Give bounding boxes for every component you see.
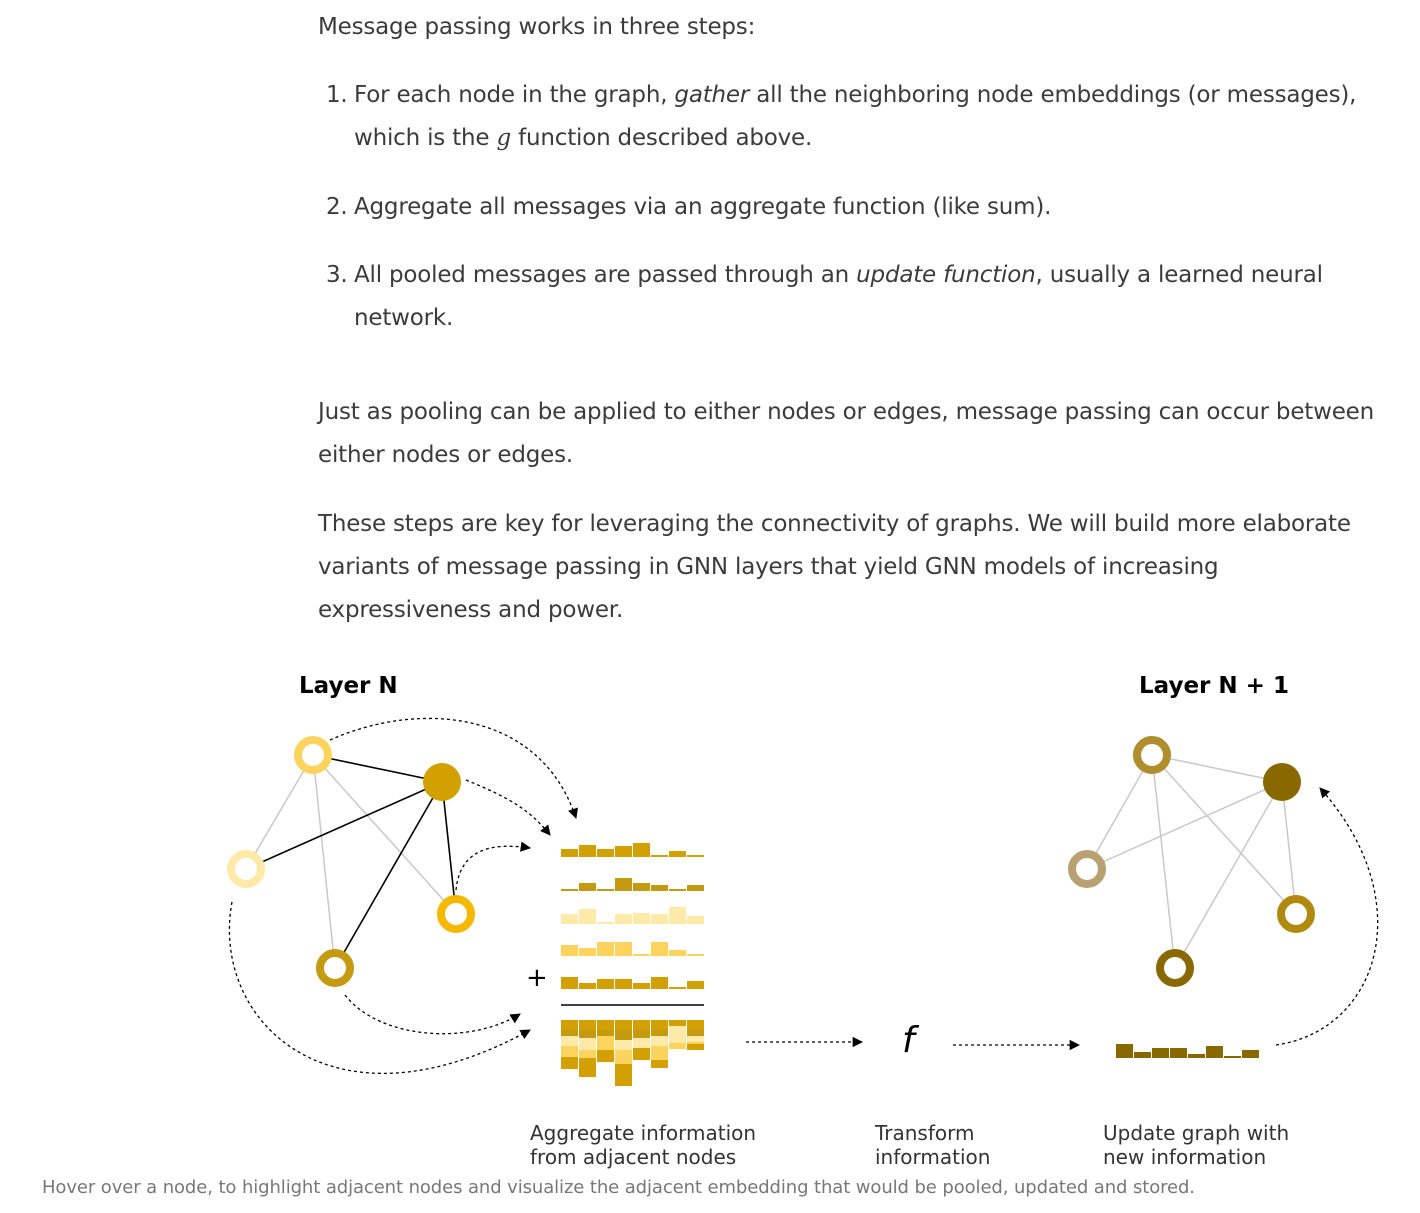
graph-node[interactable] (294, 736, 332, 774)
updated-embedding (1116, 1044, 1259, 1058)
layer-n1-edges (1086, 754, 1297, 969)
graph-node[interactable] (1068, 850, 1106, 888)
gather-arrows (228, 717, 578, 1074)
graph-node[interactable] (316, 949, 354, 987)
figure-caption: Hover over a node, to highlight adjacent… (42, 1177, 1195, 1198)
graph-node[interactable] (227, 850, 265, 888)
emphasis-gather: gather (674, 82, 750, 108)
caption-transform-line1: Transform (874, 1121, 974, 1145)
graph-node-updated[interactable] (1263, 763, 1301, 801)
embedding-row (561, 843, 704, 857)
paragraph-steps-key: These steps are key for leveraging the c… (318, 511, 1351, 623)
message-passing-figure: Layer N Layer N + 1 (227, 673, 1379, 1169)
graph-node[interactable] (1156, 949, 1194, 987)
plus-symbol: + (526, 963, 548, 993)
caption-update-line2: new information (1103, 1145, 1266, 1169)
aggregate-stack (561, 1020, 704, 1086)
graph-node[interactable] (1133, 736, 1171, 774)
layer-n1-label: Layer N + 1 (1139, 673, 1289, 699)
list-number: 3. (326, 262, 348, 288)
caption-update-line1: Update graph with (1103, 1121, 1289, 1145)
message-embeddings (561, 843, 704, 989)
graph-node[interactable] (1277, 895, 1315, 933)
intro-paragraph: Message passing works in three steps: (318, 14, 756, 40)
embedding-row (561, 907, 704, 924)
caption-aggregate-line1: Aggregate information (530, 1121, 756, 1145)
paragraph-pooling: Just as pooling can be applied to either… (318, 399, 1374, 468)
caption-aggregate-line2: from adjacent nodes (530, 1145, 736, 1169)
embedding-row (561, 878, 704, 891)
graph-node-highlighted[interactable] (423, 763, 461, 801)
list-number: 2. (326, 194, 348, 220)
transform-function-symbol: f (902, 1020, 920, 1061)
list-number: 1. (326, 82, 348, 108)
caption-transform-line2: information (875, 1145, 990, 1169)
layer-n-edges-highlighted (245, 754, 457, 969)
embedding-row (561, 942, 704, 956)
graph-node[interactable] (437, 895, 475, 933)
math-g: g (496, 125, 511, 151)
layer-n-label: Layer N (299, 673, 398, 699)
layer-n-edges-gray (245, 754, 457, 969)
emphasis-update-function: update function (856, 262, 1036, 288)
embedding-row (561, 977, 704, 989)
